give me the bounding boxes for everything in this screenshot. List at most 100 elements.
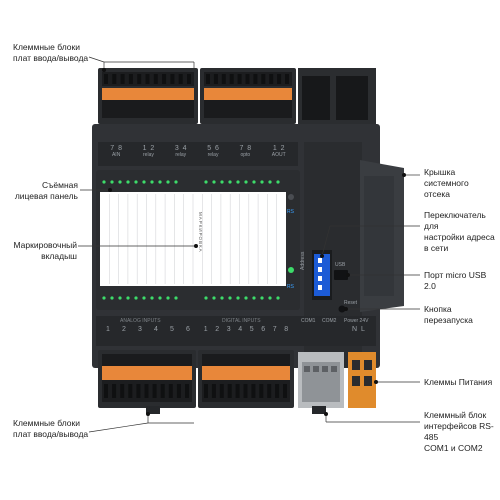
screw-slot: [267, 384, 272, 398]
analog-number: 2: [122, 326, 126, 333]
led: [110, 296, 114, 300]
led: [204, 296, 208, 300]
n-l-label: N L: [352, 326, 365, 333]
insert-lines: [109, 194, 278, 284]
label-address-switch: Переключатель для настройки адреса в сет…: [424, 210, 495, 253]
led: [212, 296, 216, 300]
address-switch: [312, 250, 332, 300]
led: [102, 296, 106, 300]
analog-inputs-label: ANALOG INPUTS: [120, 318, 161, 324]
digital-number: 2: [215, 326, 220, 333]
led: [212, 180, 216, 184]
led-row-top: [102, 180, 280, 184]
led: [142, 296, 146, 300]
led: [102, 180, 106, 184]
screw-slot: [269, 74, 274, 84]
screw-slot: [185, 384, 189, 398]
screw-slot: [245, 74, 250, 84]
top-teeth: [104, 74, 289, 84]
led: [158, 180, 162, 184]
led: [150, 296, 154, 300]
digital-number: 4: [238, 326, 243, 333]
led: [142, 180, 146, 184]
analog-number: 3: [138, 326, 142, 333]
screw-slot: [235, 384, 240, 398]
led: [236, 180, 240, 184]
label-system-cover: Крышка системного отсека: [424, 167, 469, 199]
led: [268, 180, 272, 184]
led: [236, 296, 240, 300]
svg-text:RS: RS: [287, 284, 295, 290]
top-group-number: 5 6: [207, 145, 219, 152]
status-indicators: RS RS: [287, 194, 295, 290]
top-group-number: 1 2: [142, 145, 155, 152]
analog-number: 4: [154, 326, 158, 333]
led: [126, 296, 130, 300]
analog-number: 6: [186, 326, 190, 333]
screw-slot: [120, 74, 125, 84]
top-group-name: AIN: [111, 152, 121, 158]
digital-number: 1: [203, 326, 208, 333]
led: [252, 296, 256, 300]
label-marking-insert: Маркировочный вкладыш: [13, 240, 78, 261]
screw-slot: [277, 74, 282, 84]
screw-slot: [283, 384, 287, 398]
led: [276, 296, 280, 300]
analog-number: 1: [106, 326, 110, 333]
digital-number: 3: [226, 326, 231, 333]
screw-slot: [253, 74, 258, 84]
top-group-number: 7 8: [110, 145, 122, 152]
screw-slot: [170, 74, 175, 84]
led: [110, 180, 114, 184]
led: [158, 296, 162, 300]
top-group-name: opto: [240, 152, 251, 158]
led: [260, 180, 264, 184]
screw-slot: [153, 74, 158, 84]
screw-slot: [128, 74, 133, 84]
rs485-block: [298, 352, 344, 408]
screw-slot: [152, 384, 157, 398]
side-vertical-text: МАРКИРОВКА: [198, 212, 203, 253]
led: [118, 180, 122, 184]
led: [244, 296, 248, 300]
com2-label: COM2: [322, 318, 337, 324]
screw-slot: [112, 74, 117, 84]
reset-button: [338, 305, 346, 313]
led: [134, 180, 138, 184]
screw-slot: [251, 384, 256, 398]
reset-label: Reset: [344, 300, 358, 306]
top-group-name: relay: [143, 152, 154, 158]
power-block: [348, 352, 376, 408]
screw-slot: [206, 74, 210, 84]
led: [276, 180, 280, 184]
led: [134, 296, 138, 300]
screw-slot: [219, 384, 224, 398]
label-io-bottom: Клеммные блоки плат ввода/вывода: [13, 418, 89, 439]
callout-lines: [78, 56, 420, 433]
led: [174, 180, 178, 184]
top-group-name: AOUT: [271, 152, 286, 158]
led: [220, 180, 224, 184]
digital-number: 7: [272, 326, 277, 333]
label-power-terminals: Клеммы Питания: [424, 377, 493, 387]
screw-slot: [176, 384, 181, 398]
screw-slot: [160, 384, 165, 398]
led: [220, 296, 224, 300]
analog-number: 5: [170, 326, 174, 333]
screw-slot: [162, 74, 167, 84]
led: [118, 296, 122, 300]
led: [204, 180, 208, 184]
led: [228, 180, 232, 184]
led: [244, 180, 248, 184]
screw-slot: [168, 384, 173, 398]
screw-slot: [112, 384, 117, 398]
usb-label: USB: [335, 262, 346, 268]
callout-dots: [102, 68, 406, 416]
screw-slot: [221, 74, 226, 84]
